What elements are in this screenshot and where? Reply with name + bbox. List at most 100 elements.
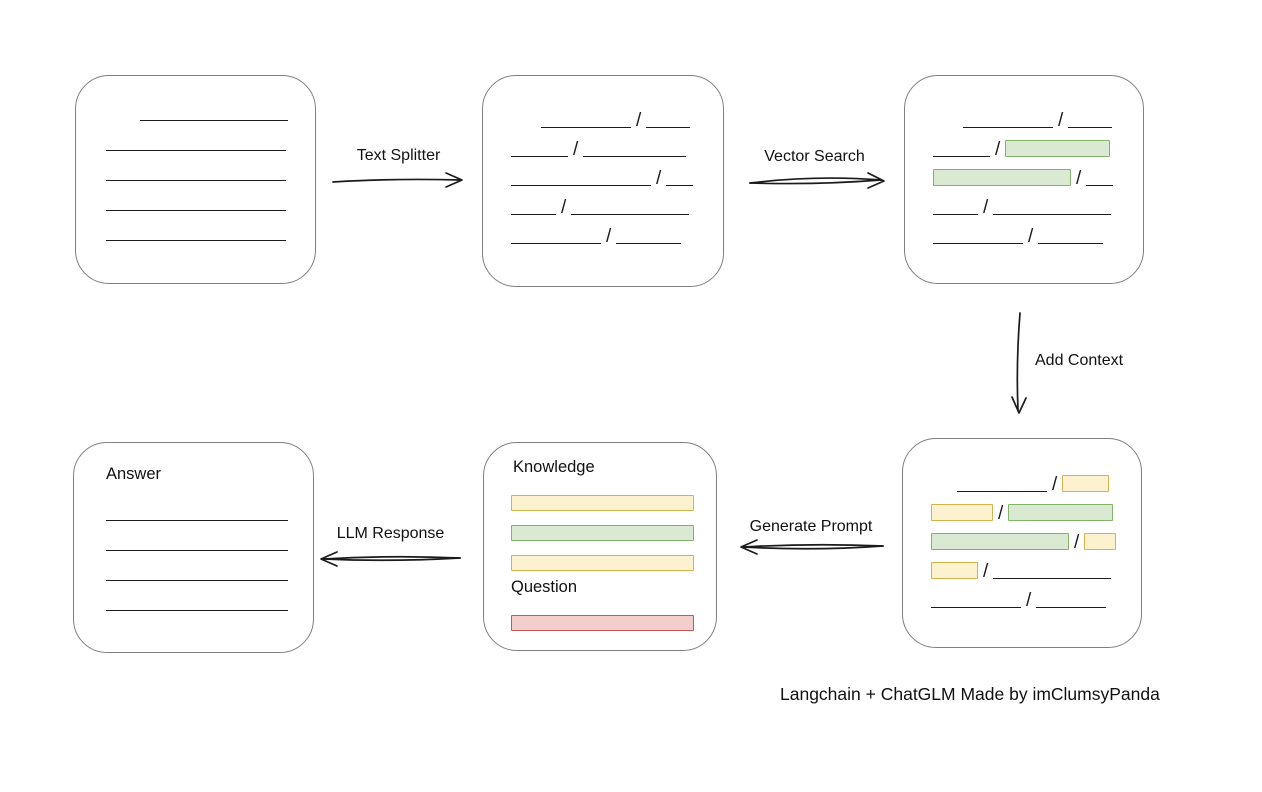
- text-line-segment: [511, 156, 568, 157]
- text-line-segment: [583, 156, 687, 157]
- knowledge-label: Knowledge: [513, 458, 595, 476]
- mock-text-row: [106, 104, 288, 121]
- text-line-segment: [511, 243, 601, 244]
- text-line-segment: [106, 240, 286, 241]
- text-line-segment: [140, 120, 288, 121]
- generate-prompt-label: Generate Prompt: [749, 518, 873, 535]
- mock-text-row: /: [933, 226, 1113, 247]
- text-line-segment: [646, 127, 691, 128]
- slash-separator: /: [983, 197, 989, 218]
- context-lines: / / / / /: [931, 474, 1117, 611]
- answer-box: Answer: [73, 442, 314, 653]
- text-line-segment: [511, 214, 556, 215]
- mock-text-row: [106, 164, 288, 181]
- slash-separator: /: [1058, 110, 1064, 131]
- knowledge-bar-yellow: [511, 495, 694, 511]
- mock-text-row: /: [931, 474, 1116, 495]
- vector-search-label: Vector Search: [764, 148, 865, 165]
- slash-separator: /: [998, 503, 1004, 524]
- green-chunk: [933, 169, 1071, 186]
- mock-text-row: /: [933, 168, 1114, 189]
- question-label: Question: [511, 578, 578, 596]
- generate-prompt-arrow: [740, 539, 884, 555]
- split-chunk-lines: / / / / /: [511, 110, 694, 247]
- mock-text-row: /: [933, 197, 1113, 218]
- green-chunk: [1008, 504, 1114, 521]
- document-lines: [106, 104, 288, 241]
- slash-separator: /: [573, 139, 579, 160]
- yellow-chunk: [1062, 475, 1110, 492]
- green-chunk: [1005, 140, 1111, 157]
- answer-lines: [106, 504, 288, 611]
- text-line-segment: [993, 214, 1112, 215]
- vector-match-lines: / / / / /: [933, 110, 1114, 247]
- green-chunk: [931, 533, 1069, 550]
- text-line-segment: [1086, 185, 1114, 186]
- mock-text-row: /: [511, 110, 693, 131]
- mock-text-row: [106, 534, 288, 551]
- slash-separator: /: [995, 139, 1001, 160]
- mock-text-row: /: [511, 226, 693, 247]
- mock-text-row: /: [933, 139, 1113, 160]
- mock-text-row: /: [511, 139, 693, 160]
- mock-text-row: /: [931, 503, 1116, 524]
- text-line-segment: [571, 214, 690, 215]
- text-line-segment: [931, 607, 1021, 608]
- mock-text-row: [106, 134, 288, 151]
- text-line-segment: [933, 214, 978, 215]
- text-line-segment: [957, 491, 1047, 492]
- text-line-segment: [1036, 607, 1107, 608]
- mock-text-row: [106, 564, 288, 581]
- yellow-chunk: [931, 562, 978, 579]
- slash-separator: /: [606, 226, 612, 247]
- vector-search-arrow: [749, 172, 885, 189]
- text-line-segment: [106, 610, 288, 611]
- text-splitter-arrow: [332, 172, 463, 188]
- text-line-segment: [106, 520, 288, 521]
- mock-text-row: /: [511, 197, 693, 218]
- slash-separator: /: [636, 110, 642, 131]
- text-line-segment: [106, 550, 288, 551]
- yellow-chunk: [1084, 533, 1117, 550]
- mock-text-row: [106, 224, 288, 241]
- text-line-segment: [933, 156, 990, 157]
- knowledge-bar-yellow: [511, 555, 694, 571]
- mock-text-row: /: [933, 110, 1113, 131]
- document-box: [75, 75, 316, 284]
- llm-response-arrow: [320, 551, 461, 567]
- text-line-segment: [106, 580, 288, 581]
- mock-text-row: /: [931, 590, 1116, 611]
- text-line-segment: [106, 180, 286, 181]
- mock-text-row: [106, 504, 288, 521]
- slash-separator: /: [1052, 474, 1058, 495]
- slash-separator: /: [1026, 590, 1032, 611]
- mock-text-row: /: [511, 168, 694, 189]
- prompt-box: Knowledge Question: [483, 442, 717, 651]
- slash-separator: /: [1076, 168, 1082, 189]
- mock-text-row: [106, 594, 288, 611]
- mock-text-row: /: [931, 532, 1117, 553]
- knowledge-bar-green: [511, 525, 694, 541]
- vector-matches-box: / / / / /: [904, 75, 1144, 284]
- text-line-segment: [616, 243, 682, 244]
- credit-text: Langchain + ChatGLM Made by imClumsyPand…: [780, 684, 1160, 704]
- slash-separator: /: [656, 168, 662, 189]
- add-context-arrow: [1011, 312, 1027, 414]
- answer-label: Answer: [106, 465, 162, 483]
- slash-separator: /: [1074, 532, 1080, 553]
- mock-text-row: /: [931, 562, 1116, 581]
- text-line-segment: [1068, 127, 1113, 128]
- text-line-segment: [106, 210, 286, 211]
- add-context-label: Add Context: [1035, 352, 1124, 369]
- slash-separator: /: [1028, 226, 1034, 247]
- yellow-chunk: [931, 504, 993, 521]
- question-bar-red: [511, 615, 694, 631]
- context-box: / / / / /: [902, 438, 1142, 648]
- llm-response-label: LLM Response: [336, 525, 445, 542]
- text-line-segment: [106, 150, 286, 151]
- split-chunks-box: / / / / /: [482, 75, 724, 287]
- slash-separator: /: [561, 197, 567, 218]
- text-line-segment: [511, 185, 651, 186]
- text-line-segment: [666, 185, 694, 186]
